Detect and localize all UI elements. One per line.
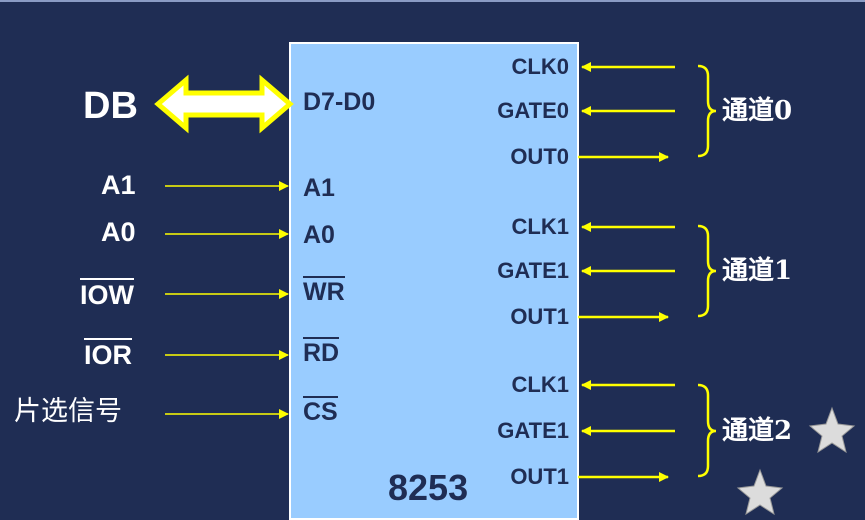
pin-out0: OUT0 — [510, 144, 569, 169]
db-label: DB — [83, 85, 138, 127]
star-icon — [808, 406, 856, 454]
chip-8253-body — [289, 42, 579, 520]
channel2-label: 通道2 — [722, 416, 793, 446]
pin-rd: RD — [303, 337, 340, 367]
a1-signal-label: A1 — [101, 170, 136, 200]
pin-clk0: CLK0 — [511, 54, 569, 79]
pin-out1: OUT1 — [510, 304, 569, 329]
star-icon — [736, 468, 784, 516]
pin-clk1: CLK1 — [511, 214, 569, 239]
channel0-brace — [697, 64, 717, 158]
pin-gate2: GATE1 — [497, 418, 569, 443]
chip-name: 8253 — [388, 467, 469, 508]
channel0-label: 通道0 — [722, 96, 793, 126]
channel2-brace — [697, 383, 717, 478]
pin-a1: A1 — [303, 174, 335, 202]
ior-signal-label: IOR — [84, 338, 133, 370]
pin-clk2: CLK1 — [511, 372, 569, 397]
db-bus-arrow — [154, 74, 294, 134]
chip-select-label: 片选信号 — [14, 396, 122, 427]
pin-a0: A0 — [303, 221, 335, 249]
pin-out2: OUT1 — [510, 464, 569, 489]
pin-gate0: GATE0 — [497, 98, 569, 123]
pin-wr: WR — [303, 276, 345, 306]
pin-gate1: GATE1 — [497, 258, 569, 283]
channel1-label: 通道1 — [722, 256, 793, 286]
top-divider — [0, 0, 865, 2]
a0-signal-label: A0 — [101, 217, 136, 247]
iow-signal-label: IOW — [80, 278, 134, 310]
pin-d7-d0: D7-D0 — [303, 88, 376, 116]
pin-cs: CS — [303, 396, 338, 426]
channel1-brace — [697, 224, 717, 318]
